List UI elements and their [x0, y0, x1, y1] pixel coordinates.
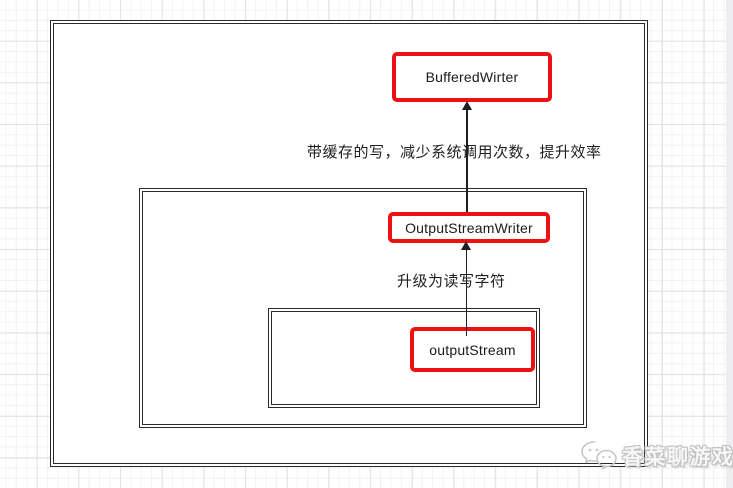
inner-container-box — [268, 308, 540, 408]
arrow-line — [466, 110, 468, 212]
wechat-chat-bubbles-icon — [581, 441, 617, 470]
node-output-stream-label: outputStream — [429, 341, 516, 358]
node-output-stream: outputStream — [410, 327, 535, 372]
arrow-head-icon — [461, 101, 472, 110]
annotation-buffered-write-note: 带缓存的写，减少系统调用次数，提升效率 — [307, 144, 602, 161]
node-output-stream-writer-label: OutputStreamWriter — [405, 219, 533, 236]
node-output-stream-writer: OutputStreamWriter — [388, 212, 550, 243]
watermark-text: 香菜聊游戏 — [622, 445, 733, 469]
arrow-line — [465, 250, 467, 336]
node-buffered-writer: BufferedWirter — [392, 52, 552, 102]
watermark: 香菜聊游戏 — [579, 440, 733, 471]
node-buffered-writer-label: BufferedWirter — [425, 69, 519, 85]
canvas-right-gutter — [726, 0, 733, 488]
arrow-head-icon — [461, 241, 471, 250]
annotation-upgrade-note: 升级为读写字符 — [397, 273, 506, 290]
